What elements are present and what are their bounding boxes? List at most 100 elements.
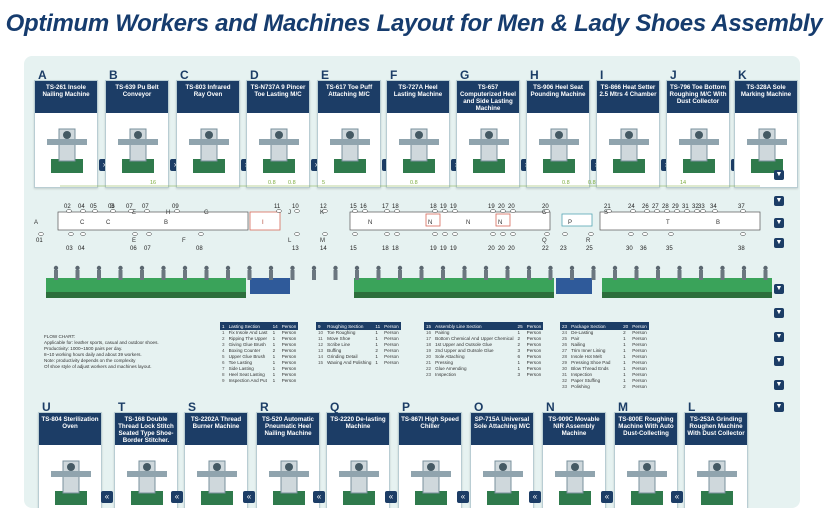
table-cell: Person: [632, 372, 647, 377]
table-cell: 2: [623, 330, 626, 335]
table-cell: Person: [526, 336, 542, 341]
worker-marker: [544, 232, 550, 236]
station-label: N: [428, 220, 432, 226]
worker-number: 27: [652, 204, 659, 210]
worker-number: 08: [196, 246, 203, 252]
flow-chart-line: Note: productivity depends on the comple…: [44, 358, 136, 363]
table-cell: Pair: [571, 336, 580, 341]
header-no: 23: [560, 322, 570, 330]
chevron-left-icon: «: [457, 491, 469, 503]
machine-name: TS-796 Toe Bottom Roughing M/C With Dust…: [667, 81, 729, 113]
table-cell: Person: [526, 342, 542, 347]
worker-number: 35: [666, 246, 673, 252]
table-cell: Boxing Counter: [228, 348, 261, 353]
machine-name: TS-803 Infrared Ray Oven: [177, 81, 239, 113]
chevron-left-icon: «: [671, 491, 683, 503]
worker-marker: [294, 232, 300, 236]
worker-number: 05: [90, 204, 97, 210]
table-cell: 15: [318, 360, 324, 365]
table-cell: 3: [222, 342, 225, 347]
table-cell: 1: [375, 354, 378, 359]
worker-number: 18: [392, 204, 399, 210]
worker-figure: [268, 265, 274, 271]
table-cell: 30: [562, 366, 568, 371]
worker-marker: [490, 209, 496, 213]
table-cell: Move Shoe: [327, 336, 351, 341]
table-cell: 2: [623, 384, 626, 389]
worker-marker: [694, 209, 700, 213]
header-section: Roughing Section: [325, 322, 374, 330]
section-length-label: 0.8: [268, 180, 276, 186]
machine-name: TS-261 Insole Nailing Machine: [35, 81, 97, 113]
header-section: Lasting Section: [226, 322, 271, 330]
worker-figure: [182, 265, 188, 271]
machine-illustration-icon: [483, 460, 523, 505]
worker-figure: [570, 270, 574, 280]
table-cell: 1: [623, 342, 626, 347]
station-label: E: [132, 210, 136, 216]
worker-figure: [161, 265, 166, 271]
station-label: N: [498, 220, 502, 226]
machine-letter: N: [546, 400, 555, 414]
table-cell: 2: [517, 336, 521, 341]
table-cell: 1: [272, 378, 276, 383]
table-cell: 1: [272, 354, 276, 359]
worker-number: 20: [488, 246, 495, 252]
worker-figure: [548, 270, 553, 280]
table-cell: Person: [632, 342, 647, 347]
header-no: 1: [220, 322, 227, 330]
table-cell: 7: [222, 366, 225, 371]
worker-number: 38: [738, 246, 745, 252]
worker-number: 19: [440, 204, 447, 210]
table-cell: Inspection And Put: [228, 378, 267, 383]
machine-letter: S: [188, 400, 197, 414]
station-label: C: [106, 220, 111, 226]
chevron-left-icon: «: [601, 491, 613, 503]
worker-marker: [66, 209, 72, 213]
machine-letter: K: [738, 68, 747, 82]
worker-figure: [53, 265, 59, 271]
worker-number: 01: [36, 238, 43, 244]
machine-illustration-icon: [269, 460, 309, 505]
table-cell: Person: [281, 372, 297, 377]
table-cell: 1: [375, 342, 378, 347]
chevron-left-icon: «: [243, 491, 255, 503]
worker-number: 02: [64, 204, 71, 210]
worker-marker: [80, 232, 86, 236]
worker-figure: [505, 265, 510, 271]
worker-figure: [290, 270, 295, 280]
station-label: K: [320, 210, 324, 216]
worker-marker: [740, 209, 746, 213]
worker-marker: [132, 232, 138, 236]
table-cell: Fix Insole And Last: [228, 330, 268, 335]
worker-figure: [269, 270, 273, 280]
worker-number: 15: [350, 246, 357, 252]
table-cell: 26: [562, 342, 568, 347]
machine-card: ATS-261 Insole Nailing Machine»: [34, 68, 111, 188]
worker-number: 22: [542, 246, 549, 252]
machine-illustration-icon: [411, 460, 451, 505]
table-cell: 1: [272, 342, 276, 347]
section-length-label: 5: [322, 180, 325, 186]
table-cell: Person: [384, 336, 399, 341]
worker-marker: [500, 209, 506, 213]
machine-letter: O: [474, 400, 484, 414]
table-cell: Side Lasting: [228, 366, 254, 371]
table-cell: 16: [426, 330, 432, 335]
worker-number: 37: [738, 204, 745, 210]
table-cell: 1st Upper and Outsole Glue: [435, 342, 493, 347]
table-cell: Grinding Detail: [327, 354, 358, 359]
machine-name: TS-520 Automatic Pneumatic Heel Nailing …: [257, 413, 319, 445]
worker-marker: [352, 209, 358, 213]
table-cell: 1: [272, 366, 276, 371]
worker-number: 21: [604, 204, 611, 210]
worker-figure: [699, 270, 703, 280]
